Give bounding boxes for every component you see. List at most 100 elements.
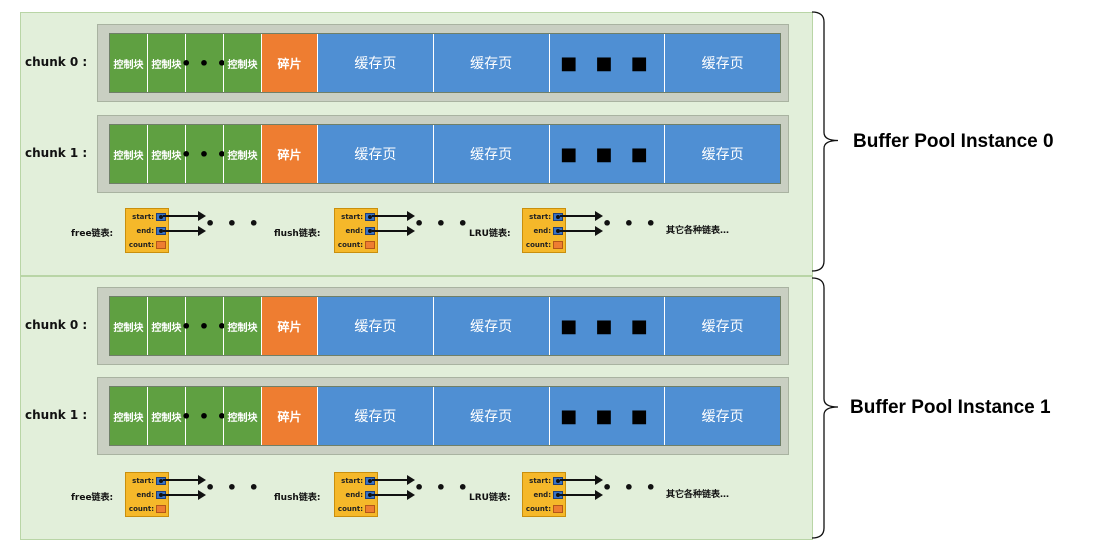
pointer-dot [556,215,560,219]
control-block: 控制块 [110,34,148,92]
chunk-blocks: 控制块控制块• • •控制块碎片缓存页缓存页■ ■ ■缓存页 [109,386,781,446]
start-field-box [156,477,166,485]
end-field: end: [337,225,375,237]
fragment-block: 碎片 [262,34,318,92]
list-ellipsis: • • • [414,478,471,497]
list-base-node: start:end:count: [522,208,566,253]
pointer-dot [556,229,560,233]
end-field-label: end: [136,491,154,499]
control-block: 控制块 [224,34,262,92]
chunk-blocks: 控制块控制块• • •控制块碎片缓存页缓存页■ ■ ■缓存页 [109,33,781,93]
count-field-box [553,241,563,249]
count-field-box [365,241,375,249]
count-field-box [156,505,166,513]
curly-brace-icon [811,277,839,539]
list-ellipsis: • • • [602,478,659,497]
pointer-dot [368,229,372,233]
count-field: count: [525,503,563,515]
control-block: 控制块 [148,297,186,355]
chunk-label: chunk 0 : [25,55,88,69]
list-base-node: start:end:count: [334,208,378,253]
cache-page-ellipsis: ■ ■ ■ [549,125,666,183]
chunk-0: 控制块控制块• • •控制块碎片缓存页缓存页■ ■ ■缓存页 [97,24,789,102]
start-field-box [553,477,563,485]
start-field: start: [128,211,166,223]
pointer-arrow-icon [372,226,415,236]
control-block: 控制块 [224,387,262,445]
cache-page: 缓存页 [433,125,550,183]
count-field-label: count: [128,505,154,513]
pointer-arrow-icon [560,226,603,236]
count-field-box [553,505,563,513]
cache-page: 缓存页 [318,34,434,92]
chunk-label: chunk 1 : [25,146,88,160]
control-block: 控制块 [224,297,262,355]
count-field-box [156,241,166,249]
start-field-label: start: [132,213,154,221]
count-field-box [365,505,375,513]
fragment-block: 碎片 [262,387,318,445]
cache-page-ellipsis: ■ ■ ■ [549,387,666,445]
start-field-box [365,477,375,485]
pointer-arrow-icon [372,475,415,485]
pointer-dot [159,215,163,219]
start-field-box [365,213,375,221]
other-lists-label: 其它各种链表… [666,226,730,236]
list-base-node: start: end: count: [522,472,566,517]
pointer-dot [556,479,560,483]
count-field: count: [337,503,375,515]
end-field-label: end: [345,227,363,235]
pointer-dot [368,479,372,483]
cache-page: 缓存页 [665,34,780,92]
start-field-label: start: [341,477,363,485]
cache-page: 缓存页 [665,387,780,445]
list-label: LRU链表: [469,493,511,503]
count-field-label: count: [337,505,363,513]
pointer-arrow-icon [560,490,603,500]
list-label: flush链表: [274,229,321,239]
chunk-label: chunk 1 : [25,408,88,422]
cache-page: 缓存页 [318,297,434,355]
pointer-arrow-icon [372,211,415,221]
cache-page: 缓存页 [665,297,780,355]
fragment-block: 碎片 [262,125,318,183]
list-ellipsis: • • • [205,478,262,497]
end-field: end: [128,225,166,237]
control-block: 控制块 [224,125,262,183]
pointer-arrow-icon [163,475,206,485]
list-label: free链表: [71,229,114,239]
cache-page: 缓存页 [318,387,434,445]
end-field: end: [525,225,563,237]
end-field: end: [337,489,375,501]
instance-title: Buffer Pool Instance 0 [853,131,1054,152]
start-field: start: [337,475,375,487]
list-ellipsis: • • • [205,214,262,233]
count-field: count: [337,239,375,251]
pointer-arrow-icon [163,226,206,236]
start-field: start: [525,475,563,487]
list-label: LRU链表: [469,229,511,239]
control-block: 控制块 [110,297,148,355]
chunk-1: 控制块控制块• • •控制块碎片缓存页缓存页■ ■ ■缓存页 [97,115,789,193]
cache-page-ellipsis: ■ ■ ■ [549,297,666,355]
count-field-label: count: [525,241,551,249]
count-field-label: count: [337,241,363,249]
cache-page: 缓存页 [433,387,550,445]
end-field-label: end: [533,227,551,235]
pointer-dot [159,229,163,233]
control-block: 控制块 [110,125,148,183]
control-block-ellipsis: • • • [181,297,227,355]
pointer-arrow-icon [372,490,415,500]
pointer-arrow-icon [163,490,206,500]
end-field: end: [525,489,563,501]
pointer-dot [368,493,372,497]
end-field-label: end: [533,491,551,499]
cache-page-ellipsis: ■ ■ ■ [549,34,666,92]
control-block: 控制块 [148,125,186,183]
chunk-blocks: 控制块控制块• • •控制块碎片缓存页缓存页■ ■ ■缓存页 [109,296,781,356]
list-ellipsis: • • • [602,214,659,233]
control-block-ellipsis: • • • [181,125,227,183]
cache-page: 缓存页 [318,125,434,183]
